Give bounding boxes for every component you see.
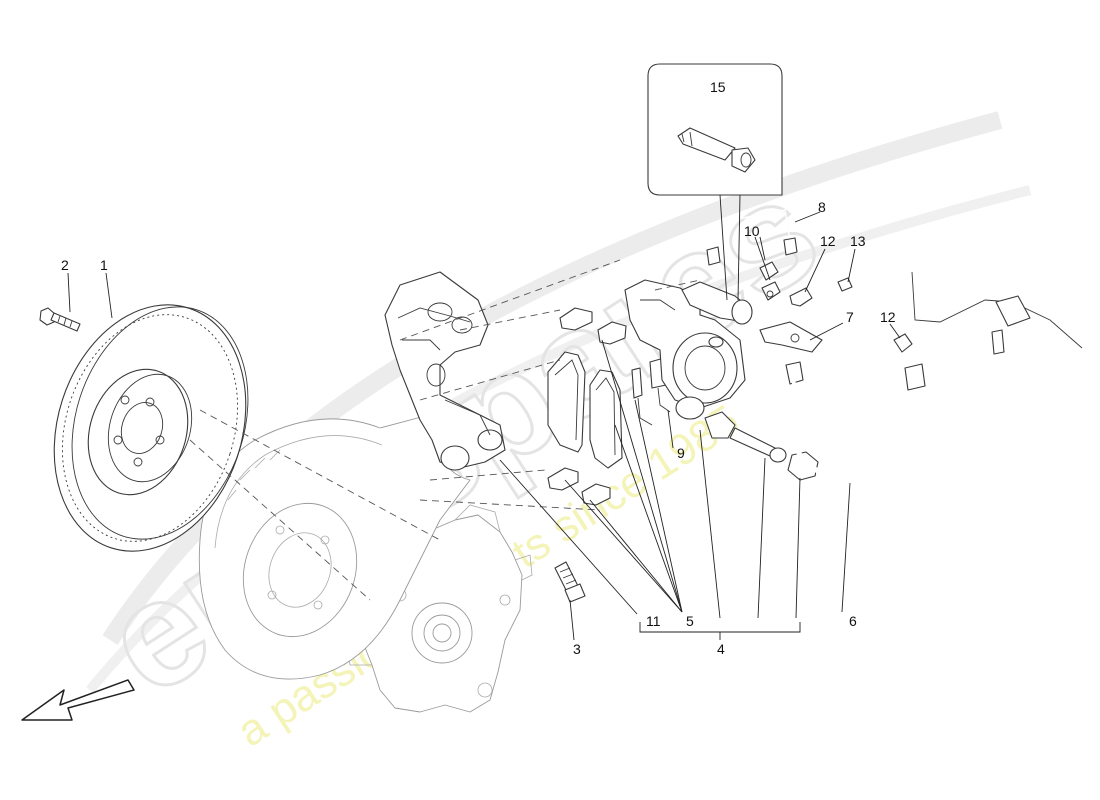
bleed-screws — [759, 261, 781, 301]
pad-clips — [547, 307, 627, 506]
brake-pad-outer — [589, 369, 623, 469]
callout-5: 5 — [686, 613, 694, 629]
front-direction-arrow — [21, 679, 135, 721]
inset-leaders — [719, 194, 741, 301]
callout-10: 10 — [744, 223, 760, 239]
callout-leaders — [67, 211, 901, 641]
callout-12-bracket: 12 — [820, 233, 836, 249]
caliper-body — [624, 279, 753, 409]
callout-12-clip: 12 — [880, 309, 896, 325]
brake-pipe — [706, 209, 798, 266]
callout-1: 1 — [100, 257, 108, 273]
callout-2: 2 — [61, 257, 69, 273]
brake-hose — [785, 361, 926, 485]
caliper-bolt — [554, 561, 586, 603]
caliper-bracket — [384, 271, 506, 471]
disc-bolt — [39, 307, 81, 332]
callout-13: 13 — [850, 233, 866, 249]
callout-3: 3 — [573, 641, 581, 657]
detail-inset — [647, 63, 783, 196]
callout-8: 8 — [818, 199, 826, 215]
brake-pad-inner — [547, 351, 586, 453]
callout-4: 4 — [717, 641, 725, 657]
rear-brake-line — [911, 271, 1083, 355]
callout-15: 15 — [710, 79, 726, 95]
exploded-dashes — [189, 259, 701, 601]
callout-7: 7 — [846, 309, 854, 325]
callout-6: 6 — [849, 613, 857, 629]
callout-9: 9 — [677, 445, 685, 461]
dust-shield — [198, 411, 471, 680]
hose-bracket — [759, 321, 823, 353]
callout-labels: 1 2 3 4 5 6 7 8 9 10 11 12 12 13 15 — [61, 79, 896, 657]
brake-disc — [53, 304, 249, 552]
caliper-pistons — [675, 396, 819, 481]
callout-11: 11 — [646, 613, 661, 629]
